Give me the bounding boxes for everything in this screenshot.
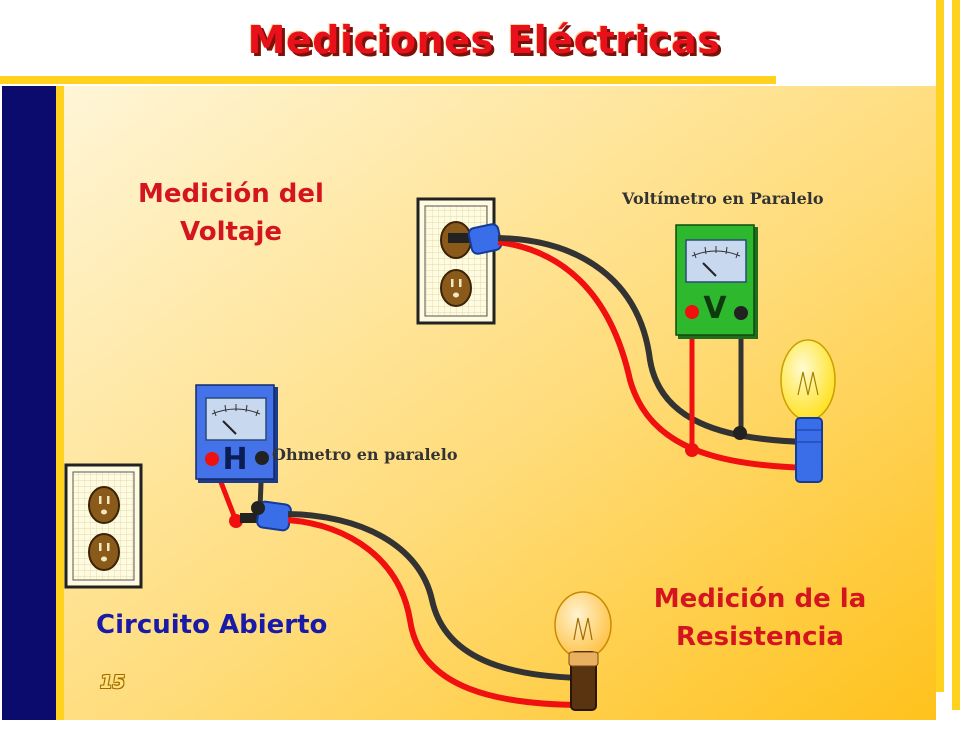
voltage-black-lead bbox=[497, 235, 809, 445]
ohmmeter-red-contact bbox=[229, 514, 243, 528]
resistance-bulb bbox=[554, 591, 612, 711]
ohmmeter-label: Ohmetro en paralelo bbox=[272, 445, 458, 464]
voltage-bulb bbox=[780, 339, 836, 483]
resistance-outlet bbox=[64, 463, 143, 589]
right-accent-bar-outer bbox=[952, 0, 960, 710]
voltmeter-letter: V bbox=[703, 291, 727, 326]
resistance-heading: Medición de la Resistencia bbox=[610, 580, 910, 656]
voltage-outlet bbox=[416, 197, 496, 325]
resistance-heading-line1: Medición de la bbox=[653, 584, 867, 614]
resistance-red-lead bbox=[287, 517, 586, 708]
voltage-heading-line1: Medición del bbox=[138, 179, 324, 209]
page-number: 15 bbox=[100, 672, 126, 693]
ohmmeter: H bbox=[195, 384, 278, 483]
resistance-heading-line2: Resistencia bbox=[676, 622, 844, 652]
left-navy-bar bbox=[2, 86, 56, 720]
voltmeter-black-contact bbox=[733, 426, 747, 440]
top-accent-bar bbox=[0, 76, 776, 84]
open-circuit-label: Circuito Abierto bbox=[96, 610, 328, 640]
resistance-black-lead bbox=[287, 511, 581, 681]
right-accent-bar bbox=[936, 0, 944, 692]
voltmeter-red-contact bbox=[685, 443, 699, 457]
voltmeter: V bbox=[675, 224, 758, 339]
slide-title: Mediciones Eléctricas bbox=[247, 18, 721, 62]
voltage-heading-line2: Voltaje bbox=[180, 217, 282, 247]
voltage-heading: Medición del Voltaje bbox=[96, 175, 366, 251]
voltage-red-lead bbox=[497, 239, 809, 471]
voltmeter-label: Voltímetro en Paralelo bbox=[622, 189, 824, 208]
ohmmeter-letter: H bbox=[222, 442, 247, 477]
left-accent-bar bbox=[56, 86, 64, 720]
